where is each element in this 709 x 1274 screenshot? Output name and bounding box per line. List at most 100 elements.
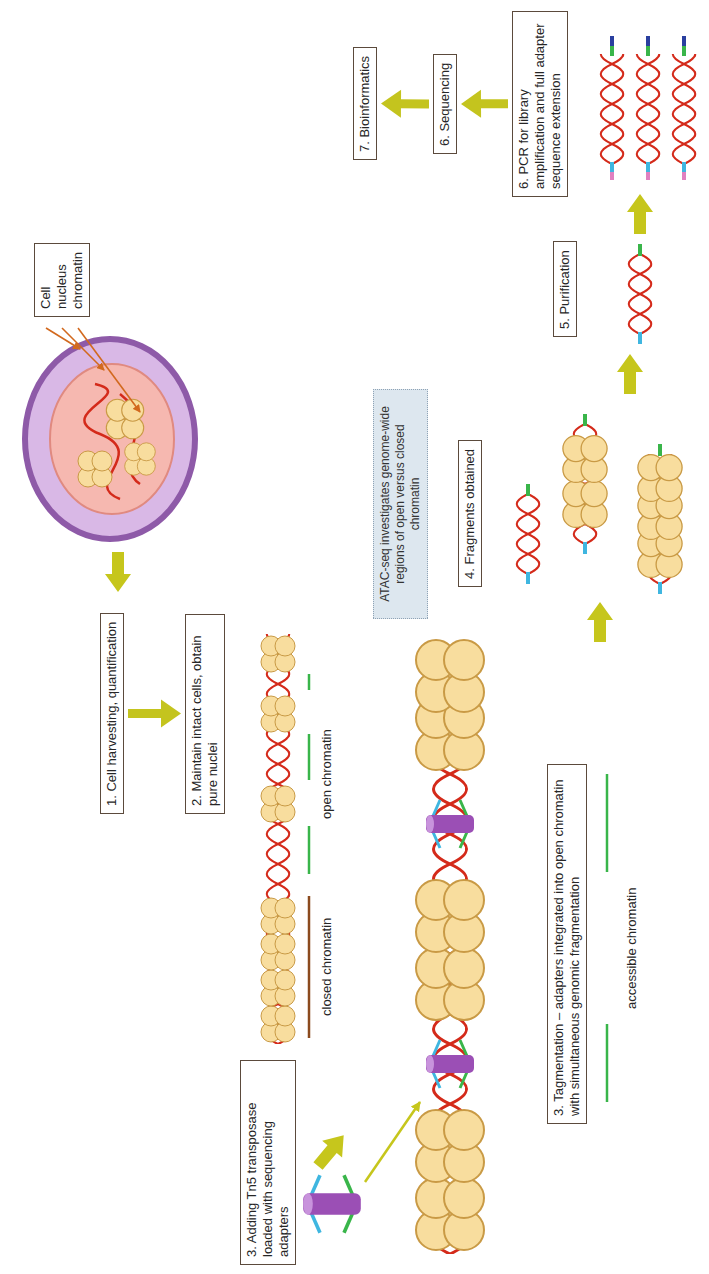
pcr-fragments-part-part xyxy=(610,36,614,46)
box-text: 4. Fragments obtained xyxy=(462,448,478,579)
pcr-fragments-part-part xyxy=(610,172,614,180)
box-text: 2. Maintain intact cells, obtain pure nu… xyxy=(189,622,221,806)
small-chromatin-strand-part xyxy=(261,934,295,970)
process-box: 3. Tagmentation – adapters integrated in… xyxy=(547,764,587,1124)
box-text: 3. Tagmentation – adapters integrated in… xyxy=(551,772,583,1116)
purified-fragment xyxy=(625,244,655,344)
arrow-shaft xyxy=(399,99,429,108)
fragments-part xyxy=(513,484,543,584)
box-text: 1. Cell harvesting, quantification xyxy=(104,621,120,806)
region-label: closed chromatin xyxy=(319,916,335,1018)
process-box: 4. Fragments obtained xyxy=(458,440,482,587)
pcr-fragments-part-part xyxy=(682,36,686,46)
fragments-part-part xyxy=(563,481,607,528)
fragments-part xyxy=(638,444,682,594)
small-chromatin-strand-part xyxy=(308,734,311,780)
pcr-fragments-part-part xyxy=(646,36,650,46)
flow-arrow xyxy=(461,90,508,118)
cell-illustration-part xyxy=(106,399,143,439)
fragments xyxy=(513,414,682,594)
leader-lines xyxy=(46,328,140,412)
box-text: 6. Sequencing xyxy=(437,62,453,146)
pcr-fragments-part-part xyxy=(646,46,650,56)
tagmented-chromatin-part xyxy=(426,1040,474,1088)
tagmented-chromatin xyxy=(416,640,607,1254)
purified-fragment-part-part xyxy=(625,254,655,334)
purified-fragment-part xyxy=(625,244,655,344)
arrow-head xyxy=(161,700,181,728)
flow-arrows-part xyxy=(308,1127,354,1174)
flow-arrows-part xyxy=(627,194,653,234)
box-text: ATAC-seq investigates genome-wide region… xyxy=(378,398,423,610)
pcr-fragments-part-part xyxy=(682,162,686,172)
small-chromatin-strand-part xyxy=(261,636,295,672)
flow-arrows xyxy=(105,194,653,1182)
cell-illustration xyxy=(25,339,195,539)
pcr-fragments-part-part xyxy=(682,46,686,56)
box-text: 7. Bioinformatics xyxy=(357,55,373,152)
tagmented-chromatin-part xyxy=(416,640,484,712)
fragments-part-part xyxy=(563,436,607,483)
small-chromatin-strand xyxy=(261,634,309,1044)
pcr-fragments-part xyxy=(669,36,699,180)
small-chromatin-strand-part xyxy=(308,826,311,874)
fragments-part-part xyxy=(638,455,682,502)
tagmented-chromatin-part xyxy=(416,880,484,952)
arrow-shaft xyxy=(128,709,163,718)
fragments-part xyxy=(563,414,607,554)
arrow-head xyxy=(461,90,481,118)
small-chromatin-strand-part xyxy=(308,896,311,1038)
small-chromatin-strand-part xyxy=(261,970,295,1006)
pcr-fragments-part-part xyxy=(669,54,699,164)
tn5-icon-part xyxy=(303,1175,361,1233)
flow-arrow xyxy=(381,90,429,118)
pcr-fragments-part-part xyxy=(682,172,686,180)
tagmented-chromatin-part xyxy=(606,774,609,872)
fragments-part-part xyxy=(513,494,543,574)
fragments-part-part xyxy=(658,582,662,594)
cell-illustration-part xyxy=(78,451,112,487)
purified-fragment-part-part xyxy=(638,332,642,344)
small-chromatin-strand-part xyxy=(261,1006,295,1042)
box-text: Cell xyxy=(38,251,54,309)
box-text: 5. Purification xyxy=(557,249,573,329)
pcr-fragments-part-part xyxy=(610,46,614,56)
small-chromatin-strand-part xyxy=(261,898,295,934)
leader-lines-part xyxy=(78,328,140,412)
tn5-icon xyxy=(303,1175,361,1233)
tagmented-chromatin-part xyxy=(416,1110,484,1182)
fragments-part-part xyxy=(583,414,587,426)
pcr-fragments-part xyxy=(633,36,663,180)
note-box: ATAC-seq investigates genome-wide region… xyxy=(373,389,428,619)
arrow-head xyxy=(381,90,401,118)
cell-illustration-part xyxy=(25,339,195,539)
pcr-fragments-part-part xyxy=(597,54,627,164)
box-text: 6. PCR for library amplification and ful… xyxy=(516,19,564,189)
process-box: 5. Purification xyxy=(553,241,577,337)
small-chromatin-strand-part xyxy=(308,674,311,690)
process-box: 1. Cell harvesting, quantification xyxy=(100,613,124,814)
fragments-part-part xyxy=(526,572,530,584)
pcr-fragments-part-part xyxy=(633,54,663,164)
label-box: Cellnucleuschromatin xyxy=(34,243,90,317)
flow-arrows-part xyxy=(617,354,643,394)
tagmented-chromatin-part xyxy=(416,1178,484,1250)
small-chromatin-strand-part xyxy=(261,696,295,732)
region-label: accessible chromatin xyxy=(624,886,640,1011)
pcr-fragments-part-part xyxy=(646,162,650,172)
process-box: 2. Maintain intact cells, obtain pure nu… xyxy=(185,614,225,814)
box-text: chromatin xyxy=(70,251,86,309)
arrow-shaft xyxy=(479,99,508,108)
box-text: 3. Adding Tn5 transposase loaded with se… xyxy=(244,1068,292,1257)
small-chromatin-strand-part xyxy=(261,786,295,822)
pcr-fragments-part-part xyxy=(610,162,614,172)
leader-lines-part xyxy=(46,328,80,349)
fragments-part-part xyxy=(526,484,530,496)
process-box: 7. Bioinformatics xyxy=(353,47,377,160)
pcr-fragments-part-part xyxy=(646,172,650,180)
cell-illustration-part xyxy=(50,364,174,514)
fragments-part-part xyxy=(583,542,587,554)
process-box: 3. Adding Tn5 transposase loaded with se… xyxy=(240,1060,296,1265)
tagmented-chromatin-part xyxy=(606,1024,609,1102)
